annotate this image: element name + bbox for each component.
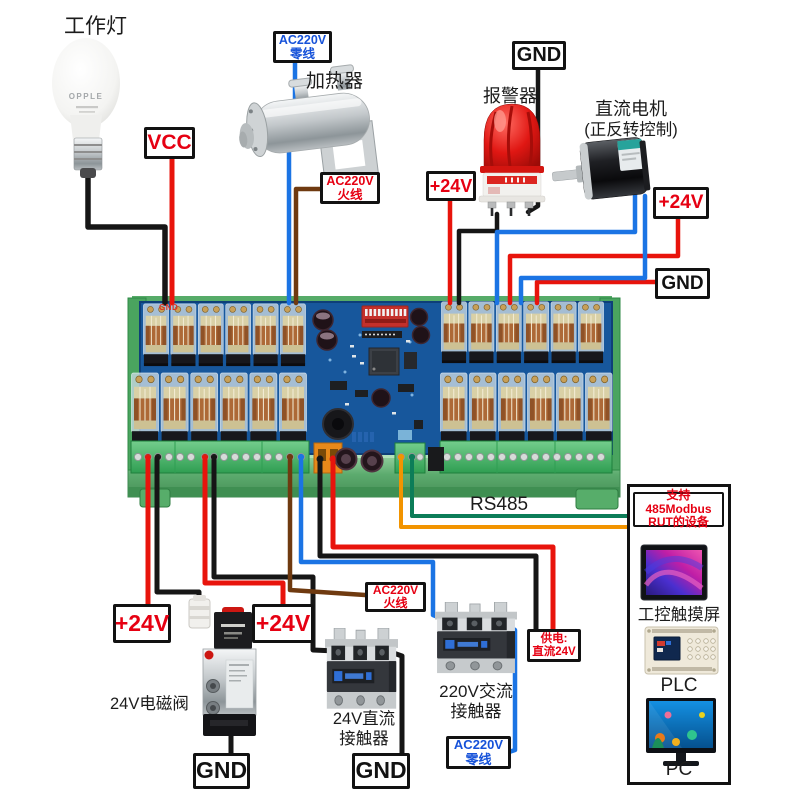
plus24v-tag-valve: +24V xyxy=(113,604,171,643)
light-bulb-image xyxy=(52,38,120,178)
relay-board-image xyxy=(127,296,621,510)
live-line-text: 火线 xyxy=(383,596,408,610)
ac220v-neutral-tag-bottom: AC220V 零线 xyxy=(446,736,511,769)
supply-text-line2: 直流24V xyxy=(532,645,576,658)
alarm-label: 报警器 xyxy=(483,86,537,106)
dc-motor-image xyxy=(552,137,651,200)
heater-label: 加热器 xyxy=(306,71,364,92)
dc-contactor-label: 24V直流 接触器 xyxy=(328,710,400,750)
gnd-tag-top: GND xyxy=(512,41,566,70)
alarm-terminals xyxy=(487,201,534,216)
ac220v-text: AC220V xyxy=(326,174,374,188)
gnd-tag-contactor: GND xyxy=(352,753,410,789)
ac220v-live-tag-bottom: AC220V 火线 xyxy=(365,582,426,612)
ac220v-text: AC220V xyxy=(278,33,327,47)
dc-contactor-image xyxy=(325,628,398,710)
plc-label: PLC xyxy=(660,675,698,696)
board-gnd-silk-text: GND xyxy=(159,303,179,312)
plus24v-tag-motor: +24V xyxy=(653,187,709,219)
ac-contactor-label-line1: 220V交流 xyxy=(439,682,513,701)
alarm-beacon-image xyxy=(478,103,546,216)
supply-text-line1: 供电: xyxy=(540,632,568,645)
pc-label: PC xyxy=(665,759,693,780)
ac220v-text: AC220V xyxy=(372,582,419,597)
touchscreen-image xyxy=(640,544,708,601)
ac-contactor-image xyxy=(435,602,517,674)
modbus-devices-group-box xyxy=(627,484,731,785)
ac220v-neutral-tag-top: AC220V 零线 xyxy=(273,31,332,63)
solenoid-valve-image xyxy=(188,595,257,736)
modbus-text-line2: RUT的设备 xyxy=(648,515,709,530)
modbus-devices-tag: 支持485Modbus RUT的设备 xyxy=(633,488,724,530)
dc-motor-label: 直流电机 (正反转控制) xyxy=(556,99,706,140)
plc-image xyxy=(644,626,719,675)
dc-motor-label-line1: 直流电机 xyxy=(595,99,667,119)
vcc-tag: VCC xyxy=(144,127,195,159)
solenoid-valve-label: 24V电磁阀 xyxy=(110,695,189,713)
ac220v-text: AC220V xyxy=(453,736,504,752)
touchscreen-label: 工控触摸屏 xyxy=(637,606,721,624)
supply-dc24v-tag: 供电: 直流24V xyxy=(527,629,581,662)
live-line-text: 火线 xyxy=(337,188,363,202)
mcu-chip xyxy=(368,347,400,376)
plus24v-tag-contactor: +24V xyxy=(252,604,314,643)
neutral-line-text: 零线 xyxy=(465,751,492,767)
pc-monitor-image xyxy=(646,698,716,766)
heater-image xyxy=(239,64,380,186)
modbus-text-line1: 支持485Modbus xyxy=(645,488,712,516)
ac-contactor-label: 220V交流 接触器 xyxy=(434,682,518,723)
bulb-brand-text: OPPLE xyxy=(68,92,104,101)
dc-contactor-label-line2: 接触器 xyxy=(339,729,389,748)
rs485-label: RS485 xyxy=(470,494,529,515)
dc-contactor-label-line1: 24V直流 xyxy=(332,710,396,728)
dip-switch xyxy=(361,305,409,328)
dc-motor-label-line2: (正反转控制) xyxy=(584,120,678,139)
work-light-label: 工作灯 xyxy=(64,15,127,38)
ac-contactor-label-line2: 接触器 xyxy=(450,702,502,722)
ac220v-live-tag-top: AC220V 火线 xyxy=(320,172,380,204)
gnd-tag-valve: GND xyxy=(193,753,250,789)
gnd-tag-motor: GND xyxy=(655,268,710,299)
neutral-line-text: 零线 xyxy=(289,47,315,61)
plus24v-tag-alarm: +24V xyxy=(426,171,476,201)
